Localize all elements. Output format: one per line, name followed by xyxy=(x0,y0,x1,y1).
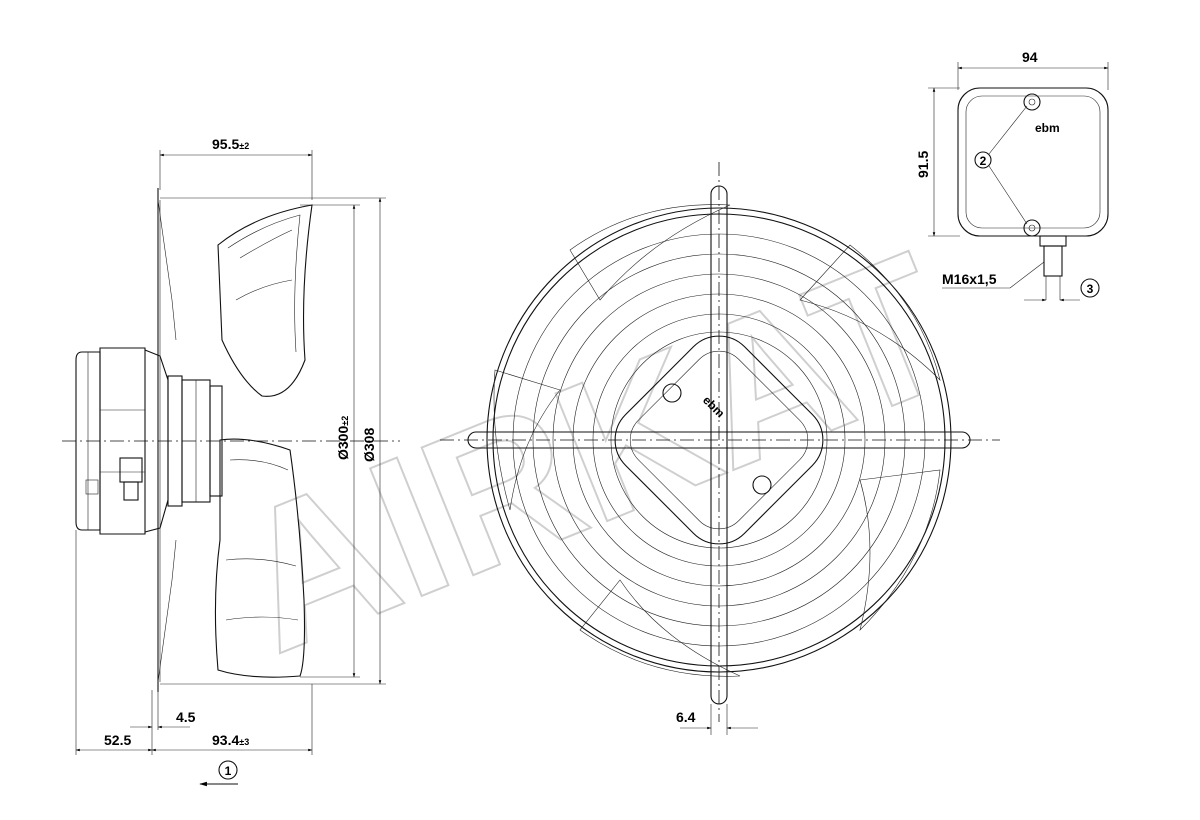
dim-depth-front-tol: ±3 xyxy=(239,737,249,747)
svg-text:1: 1 xyxy=(225,764,232,778)
cable-gland-marker: 3 xyxy=(1024,278,1100,302)
dim-4-5: 4.5 xyxy=(130,709,196,729)
dim-300: Ø300±2 xyxy=(300,204,360,678)
dim-depth-front-value: 93.4 xyxy=(212,732,239,748)
dim-depth-total-tol: ±2 xyxy=(239,141,249,151)
dim-94: 94 xyxy=(957,49,1109,90)
dim-308: Ø308 xyxy=(312,197,386,685)
dim-52-5: 52.5 xyxy=(75,732,153,752)
guard-struts xyxy=(467,185,971,705)
terminal-width: 94 xyxy=(1022,49,1038,65)
screw-marker: 2 xyxy=(974,105,1028,225)
cable-gland-callout: M16x1,5 xyxy=(942,261,1045,289)
dim-depth-total-value: 95.5 xyxy=(212,136,239,152)
side-view: 95.5±2 Ø300±2 Ø308 4.5 xyxy=(62,136,400,787)
dim-motor: 52.5 xyxy=(104,732,131,748)
cable-gland-label: M16x1,5 xyxy=(942,271,997,287)
airflow-marker: 1 xyxy=(199,760,238,787)
terminal-box: ebm 94 91.5 2 M16x1,5 xyxy=(915,49,1109,302)
dim-fan-diameter-tol: ±2 xyxy=(340,416,350,426)
svg-text:2: 2 xyxy=(980,154,987,168)
fan-blades-front xyxy=(493,204,941,677)
rotor-hub xyxy=(167,375,223,507)
dim-91-5: 91.5 xyxy=(915,87,960,237)
terminal-box-logo: ebm xyxy=(1035,121,1060,135)
dim-overall-diameter: Ø308 xyxy=(361,428,377,462)
dim-flange: 4.5 xyxy=(176,709,196,725)
svg-text:Ø300±2: Ø300±2 xyxy=(335,416,351,460)
guard-ribs xyxy=(157,188,312,692)
front-view: ebm 6.4 xyxy=(440,162,1000,735)
terminal-height: 91.5 xyxy=(915,151,931,178)
svg-text:3: 3 xyxy=(1087,282,1094,296)
dim-6-4: 6.4 xyxy=(676,704,758,735)
guard-rings xyxy=(486,207,952,673)
svg-text:93.4±3: 93.4±3 xyxy=(212,732,249,748)
svg-text:95.5±2: 95.5±2 xyxy=(212,136,249,152)
dim-95-5: 95.5±2 xyxy=(159,136,313,200)
dim-guard-wire: 6.4 xyxy=(676,709,696,725)
dim-93-4: 93.4±3 xyxy=(151,732,313,752)
dim-fan-diameter-value: Ø300 xyxy=(335,426,351,460)
fan-blades-side xyxy=(214,204,313,678)
